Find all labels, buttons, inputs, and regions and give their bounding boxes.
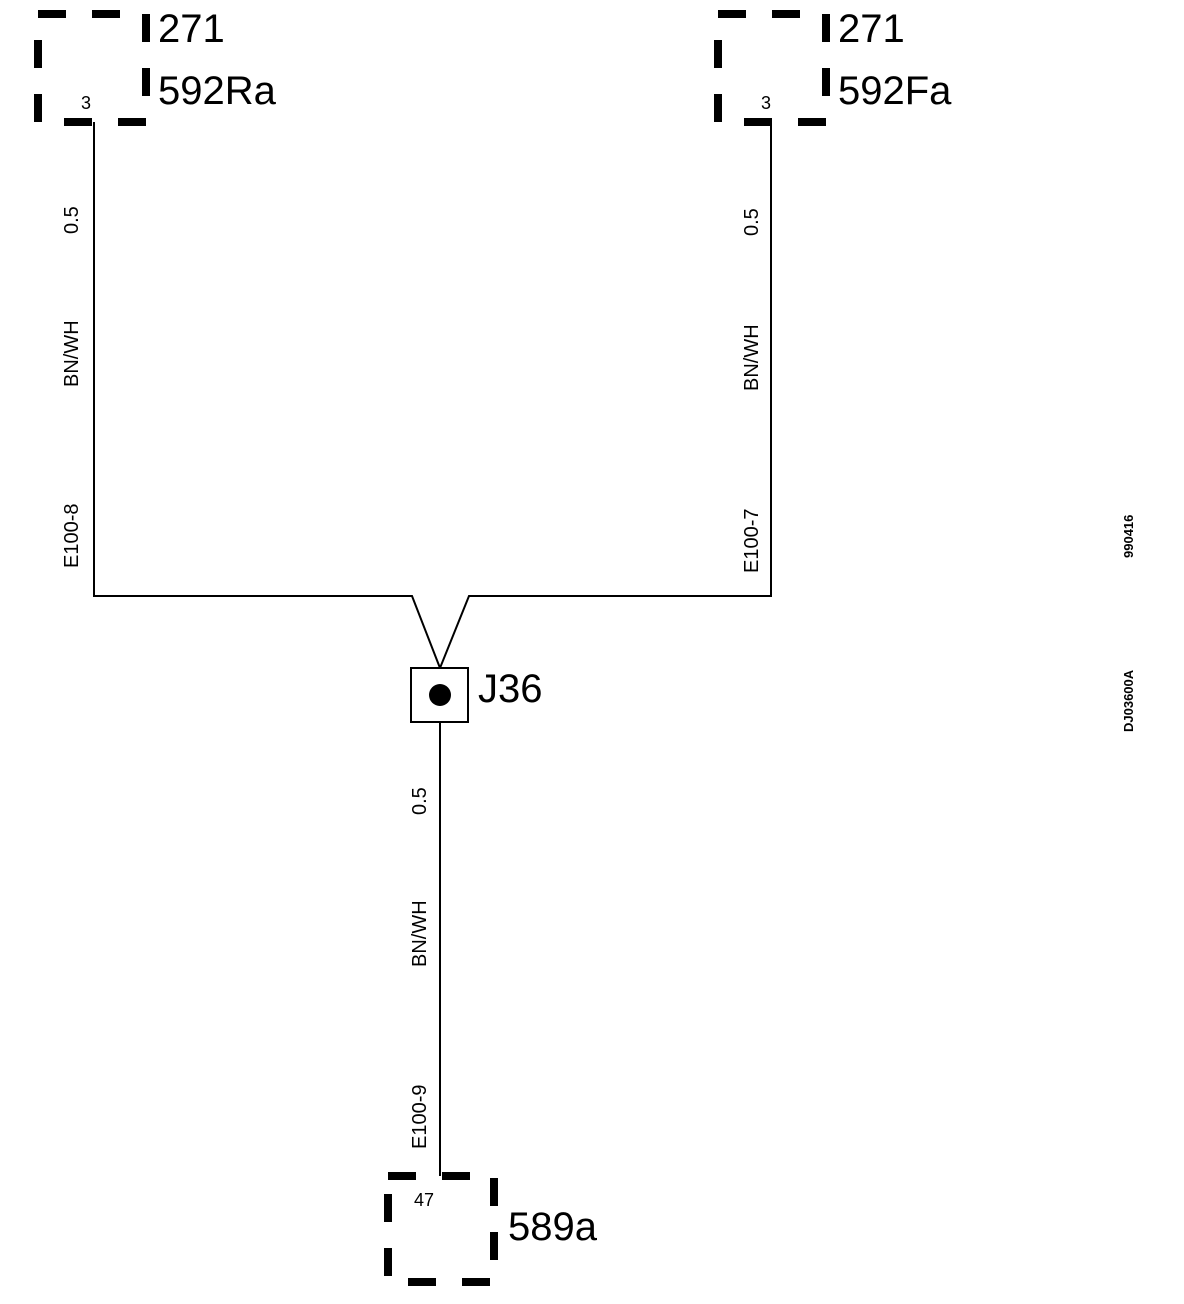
splice-j36: J36 (410, 667, 543, 723)
connector-592ra-name: 592Ra (158, 69, 277, 113)
connector-592ra-page-ref: 271 (158, 7, 225, 51)
connector-589a-pin: 47 (414, 1190, 434, 1210)
wire-e100-7-size: 0.5 (741, 208, 763, 236)
wire-e100-8-path (93, 122, 441, 669)
wire-e100-8: 0.5 BN/WH E100-8 (61, 122, 441, 669)
connector-592fa: 271 592Fa 3 (714, 7, 952, 126)
wire-e100-7: 0.5 BN/WH E100-7 (439, 122, 772, 669)
wire-e100-8-size: 0.5 (61, 206, 83, 234)
wire-e100-9: 0.5 BN/WH E100-9 (409, 722, 441, 1176)
connector-592fa-pin: 3 (761, 93, 771, 113)
connector-592fa-page-ref: 271 (838, 7, 905, 51)
wire-e100-7-circuit: E100-7 (741, 509, 763, 574)
wire-e100-8-circuit: E100-8 (61, 504, 83, 569)
connector-592ra: 271 592Ra 3 (34, 7, 277, 126)
wire-e100-9-color: BN/WH (409, 900, 431, 967)
connector-592fa-name: 592Fa (838, 69, 952, 113)
date-code-label: 990416 (1121, 515, 1136, 558)
connector-592ra-pin: 3 (81, 93, 91, 113)
wire-e100-7-path (439, 122, 772, 669)
wire-e100-9-circuit: E100-9 (409, 1085, 431, 1150)
connector-592ra-outline (34, 10, 150, 126)
splice-j36-dot (429, 684, 451, 706)
wire-e100-7-color: BN/WH (741, 324, 763, 391)
splice-j36-label: J36 (478, 667, 543, 711)
connector-589a: 47 589a (384, 1172, 598, 1286)
wire-e100-8-color: BN/WH (61, 320, 83, 387)
connector-589a-outline (384, 1172, 498, 1286)
connector-589a-name: 589a (508, 1205, 598, 1249)
drawing-id-label: DJ03600A (1121, 669, 1136, 732)
wire-e100-9-size: 0.5 (409, 787, 431, 815)
connector-592fa-outline (714, 10, 830, 126)
